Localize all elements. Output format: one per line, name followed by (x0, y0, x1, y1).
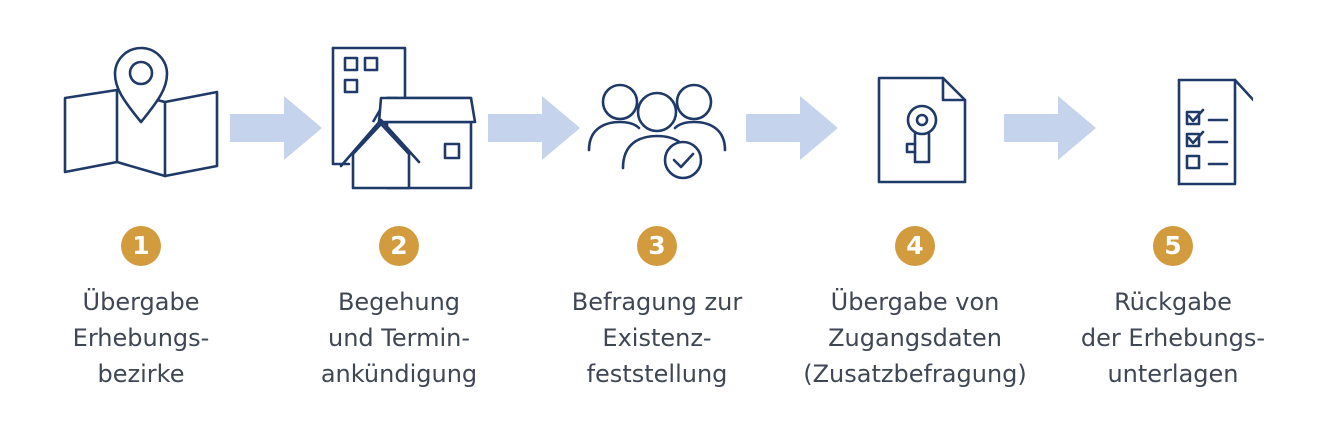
people-check-icon (587, 83, 727, 180)
checklist-icon (1177, 78, 1253, 186)
step-number-badge: 1 (121, 226, 161, 266)
arrow-icon-4 (1004, 96, 1096, 160)
buildings-icon (331, 46, 477, 190)
document-key-icon (877, 76, 967, 184)
step-label: Begehung und Termin- ankündigung (320, 288, 478, 388)
map-pin-icon (63, 46, 219, 178)
arrow-icon-1 (230, 96, 322, 160)
step-number-badge: 5 (1153, 226, 1193, 266)
step-label: Rückgabe der Erhebungs- unterlagen (1080, 288, 1266, 388)
step-number-badge: 2 (379, 226, 419, 266)
step-label: Übergabe von Zugangsdaten (Zusatzbefragu… (803, 288, 1027, 388)
step-label: Befragung zur Existenz- feststellung (571, 288, 743, 388)
step-number-badge: 4 (895, 226, 935, 266)
step-number-badge: 3 (637, 226, 677, 266)
arrow-icon-2 (488, 96, 580, 160)
step-label: Übergabe Erhebungs- bezirke (72, 288, 210, 388)
arrow-icon-3 (746, 96, 838, 160)
